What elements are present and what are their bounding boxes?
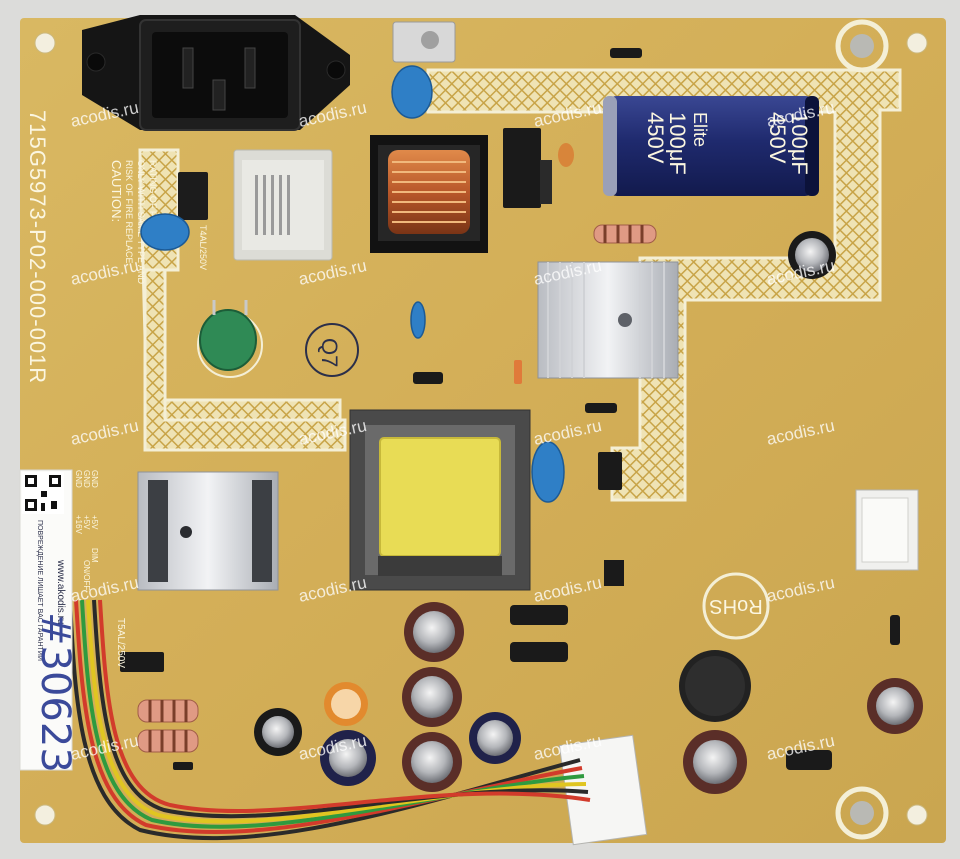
- cap-value-b: 100μF: [787, 112, 812, 175]
- pin-label-gnd-3: GND: [74, 470, 83, 488]
- resistors: [137, 224, 657, 753]
- caution-line-4: RATING OF FUSE.: [148, 160, 158, 237]
- caution-text: CAUTION: RISK OF FIRE REPLACE ONLY WITH …: [109, 160, 158, 285]
- sticker-warranty-note: ПОВРЕЖДЕНИЕ ЛИШАЕТ ВАС ГАРАНТИИ: [36, 520, 43, 661]
- caution-line-3: ONLY WITH SAME TYPE AND: [136, 160, 146, 285]
- main-transformer: [349, 409, 531, 591]
- fuse-rating-label: T4AL/250V: [198, 225, 208, 270]
- rohs-mark: RoHS: [702, 572, 770, 640]
- hatched-path-left-lower: [143, 268, 347, 452]
- mounting-holes: [34, 32, 928, 826]
- hole-top-right: [850, 34, 874, 58]
- bulk-electrolytic-capacitor: 100μF 450V Elite 100μF 450V: [603, 96, 819, 196]
- fuse-f901: T4AL/250V: [178, 172, 208, 270]
- caution-line-2: RISK OF FIRE REPLACE: [124, 160, 134, 264]
- heatsink-right: [537, 261, 679, 379]
- pin-label-gnd-2: GND: [82, 470, 91, 488]
- large-mounting-rings: [835, 19, 889, 840]
- heatsink-left: [137, 471, 279, 591]
- pin-label-5v-1: +5V: [90, 515, 99, 530]
- to220-transistor: [503, 128, 552, 208]
- hole-bottom-right: [850, 801, 874, 825]
- ground-tab-hole: [421, 31, 439, 49]
- q7-text: Q7: [317, 338, 342, 367]
- sticker-url: www.akodis.ru: [55, 559, 66, 624]
- cap-brand: Elite: [690, 112, 710, 147]
- pin-label-16v: +16V: [74, 515, 83, 535]
- blue-ceramic-capacitors: [140, 65, 565, 503]
- handwritten-stock-number: #30623: [32, 612, 78, 773]
- ac-power-inlet: [82, 15, 350, 131]
- inductor-l801: [679, 650, 751, 722]
- pin-label-onoff: ON/OFF: [82, 560, 91, 590]
- x-capacitor: [233, 149, 333, 261]
- caution-line-1: CAUTION:: [109, 160, 124, 222]
- rohs-text: RoHS: [709, 595, 762, 617]
- connector-pin-labels: GND GND GND +5V +5V +16V DIM ON/OFF: [74, 470, 99, 590]
- fuse2-rating-label: T5AL/250V: [115, 618, 126, 668]
- white-connectors: [558, 489, 919, 846]
- varistor-nr901: [197, 300, 263, 378]
- pin-label-5v-2: +5V: [82, 515, 91, 530]
- small-diodes: [120, 48, 900, 770]
- common-mode-choke: [370, 135, 488, 253]
- qr-code-icon: [25, 475, 61, 511]
- wire-harness: [68, 599, 591, 841]
- warranty-sticker: ПОВРЕЖДЕНИЕ ЛИШАЕТ ВАС ГАРАНТИИ www.akod…: [19, 469, 73, 771]
- cap-voltage-a: 450V: [643, 112, 668, 164]
- pin-label-dim: DIM: [90, 548, 99, 563]
- copper-windings: [388, 150, 470, 234]
- cap-value-a: 100μF: [665, 112, 690, 175]
- pin-label-gnd-1: GND: [90, 470, 99, 488]
- board-part-number: 715G5973-P02-000-001R: [25, 110, 50, 384]
- small-orange-cap: [558, 143, 574, 167]
- q7-circle-mark: Q7: [305, 323, 359, 377]
- cap-voltage-b: 450V: [765, 112, 790, 164]
- electrolytic-caps-small: [254, 231, 923, 794]
